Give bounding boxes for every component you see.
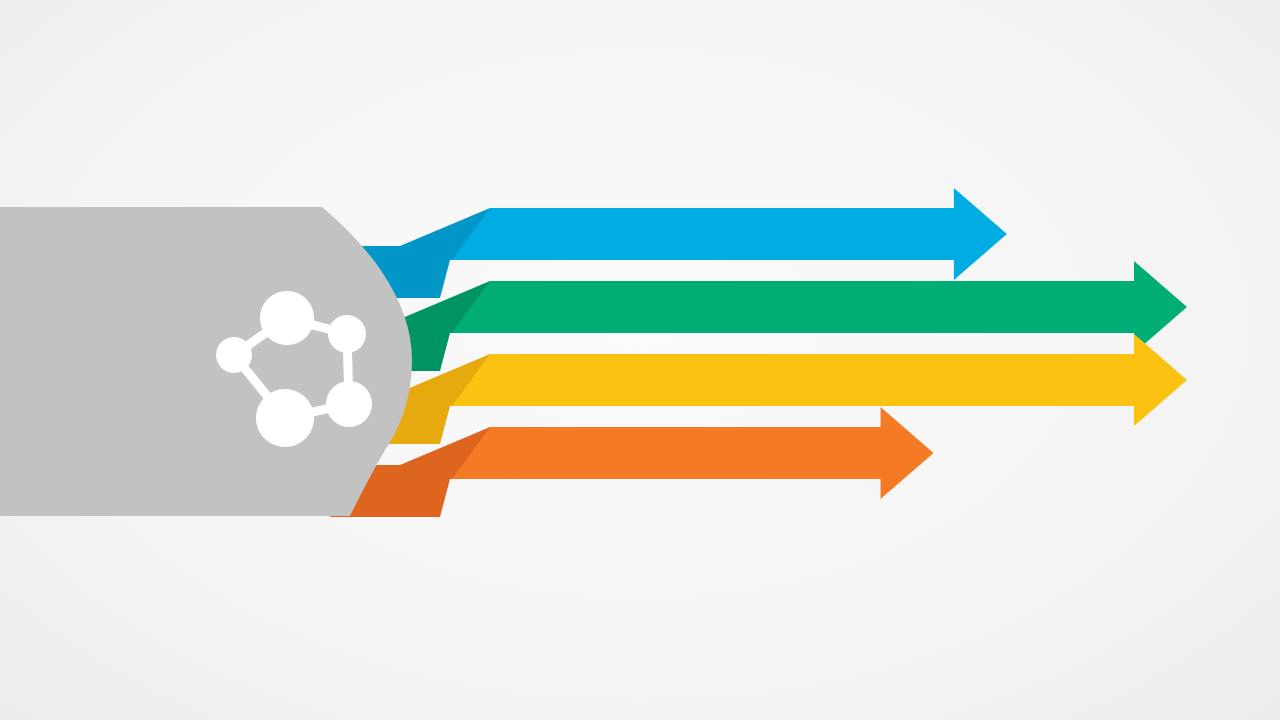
source-block <box>0 207 412 516</box>
network-nodes-icon <box>216 291 372 447</box>
node-circle <box>326 381 372 427</box>
arrow-green-shaft <box>452 261 1187 353</box>
node-circle <box>260 291 314 345</box>
node-circle <box>328 315 366 353</box>
arrow-blue-shaft <box>452 188 1007 280</box>
arrows-group <box>330 188 1187 517</box>
arrow-orange <box>330 407 934 517</box>
arrow-yellow-shaft <box>452 334 1187 426</box>
arrow-orange-shaft <box>452 407 934 499</box>
node-circle <box>216 337 252 373</box>
node-circle <box>256 389 314 447</box>
arrow-orange-bend <box>330 427 500 517</box>
